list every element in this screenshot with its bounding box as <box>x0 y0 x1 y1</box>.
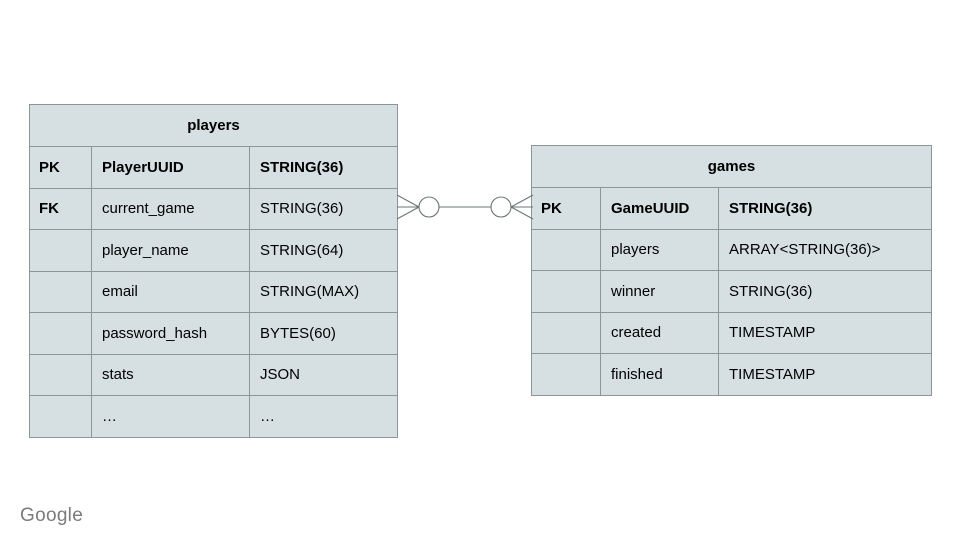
row-key-flag <box>29 270 92 313</box>
row-key-flag <box>531 311 601 354</box>
row-column-name: email <box>91 270 250 313</box>
table-row[interactable]: player_name STRING(64) <box>29 229 398 272</box>
row-data-type: STRING(MAX) <box>249 270 398 313</box>
connector-right-circle-zero <box>490 196 512 218</box>
connector-left-circle-zero <box>418 196 440 218</box>
row-column-name: current_game <box>91 187 250 230</box>
row-column-name: winner <box>600 270 719 313</box>
row-data-type: … <box>249 395 398 438</box>
table-row[interactable]: players ARRAY<STRING(36)> <box>531 228 932 271</box>
row-key-flag <box>29 229 92 272</box>
table-row[interactable]: stats JSON <box>29 353 398 396</box>
row-data-type: ARRAY<STRING(36)> <box>718 228 932 271</box>
row-column-name: players <box>600 228 719 271</box>
table-row[interactable]: email STRING(MAX) <box>29 270 398 313</box>
row-key-flag <box>531 353 601 396</box>
row-data-type: STRING(64) <box>249 229 398 272</box>
row-column-name: … <box>91 395 250 438</box>
row-data-type: TIMESTAMP <box>718 311 932 354</box>
row-column-name: PlayerUUID <box>91 146 250 189</box>
entity-title-players: players <box>29 104 398 147</box>
row-column-name: player_name <box>91 229 250 272</box>
table-row[interactable]: password_hash BYTES(60) <box>29 312 398 355</box>
row-key-flag <box>531 228 601 271</box>
row-data-type: JSON <box>249 353 398 396</box>
entity-table-players[interactable]: players PK PlayerUUID STRING(36) FK curr… <box>29 104 398 438</box>
table-row[interactable]: created TIMESTAMP <box>531 311 932 354</box>
row-data-type: STRING(36) <box>718 187 932 230</box>
entity-title-games: games <box>531 145 932 188</box>
row-column-name: created <box>600 311 719 354</box>
entity-header-row: games <box>531 145 932 188</box>
row-key-flag: FK <box>29 187 92 230</box>
row-column-name: finished <box>600 353 719 396</box>
entity-header-row: players <box>29 104 398 147</box>
connector-right-crowfoot-many <box>510 194 534 220</box>
row-key-flag <box>29 312 92 355</box>
table-row[interactable]: FK current_game STRING(36) <box>29 187 398 230</box>
table-row[interactable]: winner STRING(36) <box>531 270 932 313</box>
row-data-type: BYTES(60) <box>249 312 398 355</box>
row-column-name: password_hash <box>91 312 250 355</box>
row-column-name: GameUUID <box>600 187 719 230</box>
row-key-flag <box>531 270 601 313</box>
table-row[interactable]: … … <box>29 395 398 438</box>
entity-table-games[interactable]: games PK GameUUID STRING(36) players ARR… <box>531 145 932 396</box>
row-data-type: TIMESTAMP <box>718 353 932 396</box>
row-data-type: STRING(36) <box>718 270 932 313</box>
relationship-connector-players-games[interactable] <box>390 180 540 234</box>
row-key-flag <box>29 353 92 396</box>
table-row[interactable]: PK GameUUID STRING(36) <box>531 187 932 230</box>
row-data-type: STRING(36) <box>249 146 398 189</box>
table-row[interactable]: PK PlayerUUID STRING(36) <box>29 146 398 189</box>
connector-left-crowfoot-many <box>396 194 420 220</box>
row-key-flag: PK <box>29 146 92 189</box>
row-key-flag: PK <box>531 187 601 230</box>
row-column-name: stats <box>91 353 250 396</box>
row-key-flag <box>29 395 92 438</box>
table-row[interactable]: finished TIMESTAMP <box>531 353 932 396</box>
row-data-type: STRING(36) <box>249 187 398 230</box>
google-watermark: Google <box>20 505 84 526</box>
